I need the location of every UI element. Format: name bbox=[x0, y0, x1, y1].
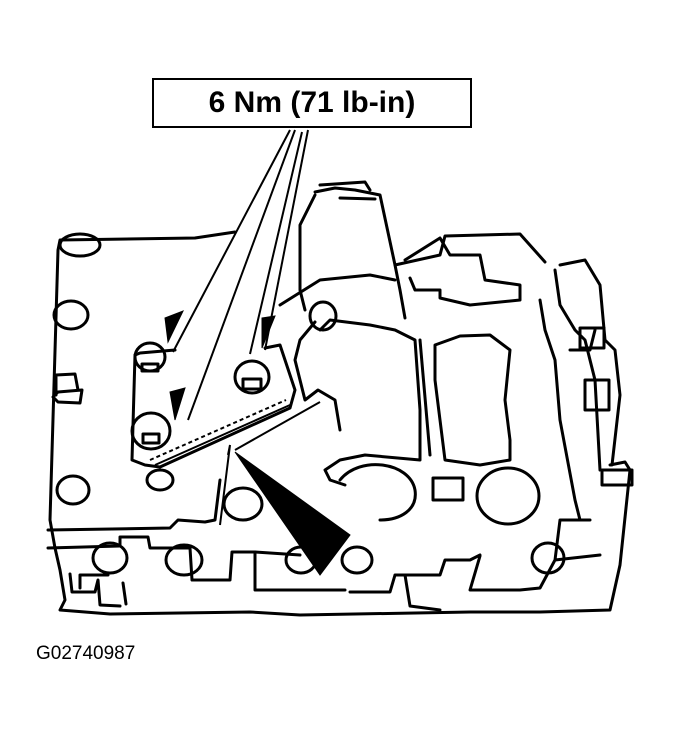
torque-callout-box: 6 Nm (71 lb-in) bbox=[152, 78, 472, 128]
figure-id-label: G02740987 bbox=[36, 643, 136, 664]
torque-callout-label: 6 Nm (71 lb-in) bbox=[208, 86, 416, 119]
